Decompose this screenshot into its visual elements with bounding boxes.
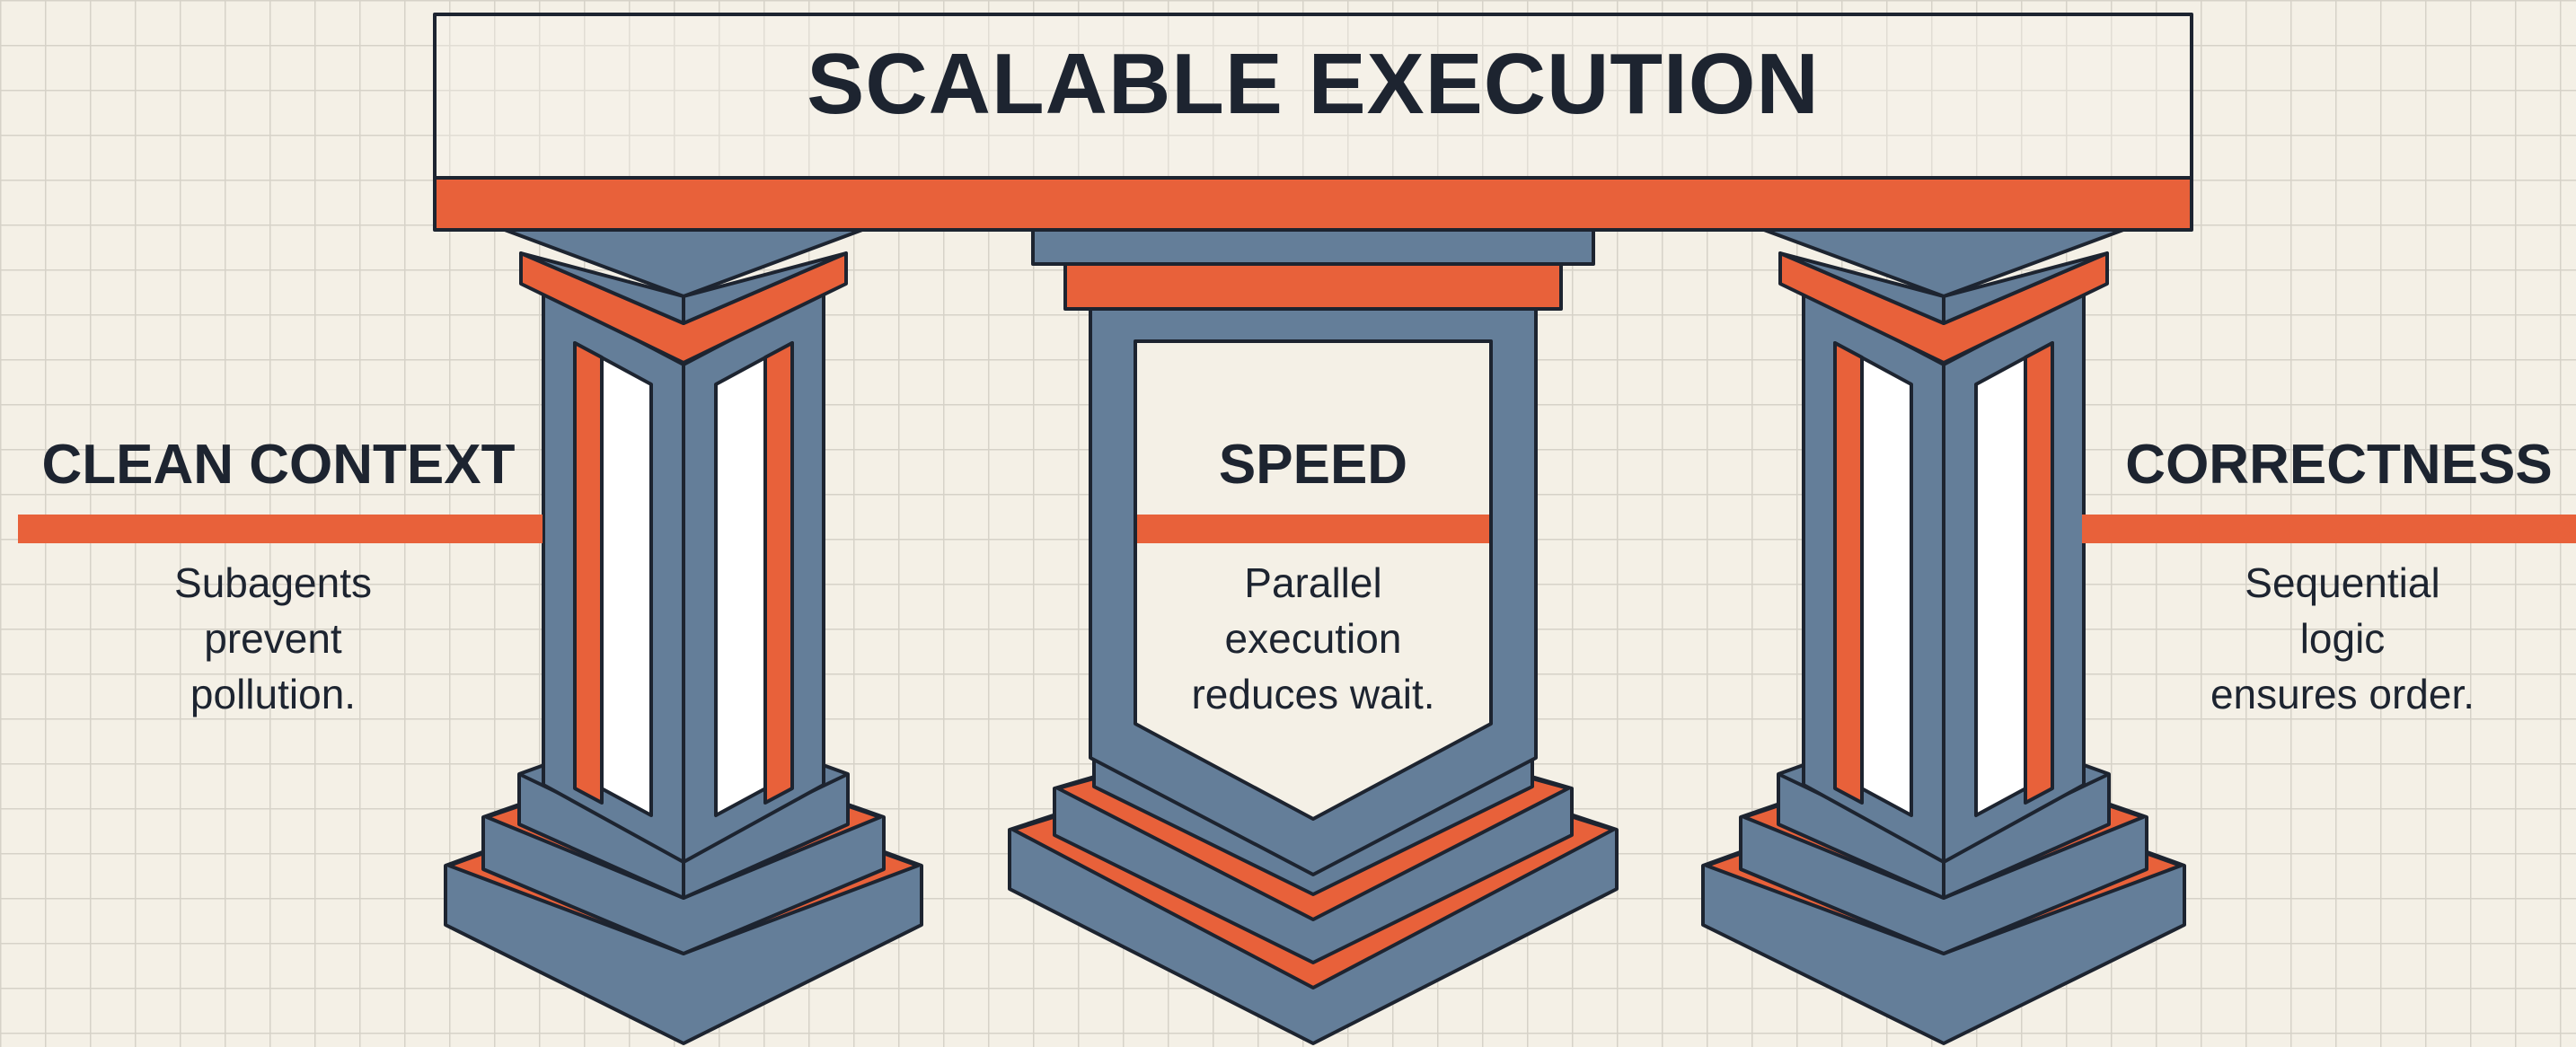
desc-line: ensures order. xyxy=(2210,671,2475,717)
pillar-desc-clean-context: Subagents prevent pollution. xyxy=(93,555,453,722)
desc-line: Sequential xyxy=(2245,559,2440,606)
left-pillar-stripe-right xyxy=(763,341,794,805)
right-pillar xyxy=(1701,228,2186,1045)
right-pillar-stripe-left xyxy=(1833,341,1864,805)
desc-line: Subagents xyxy=(174,559,372,606)
pillar-desc-speed: Parallel execution reduces wait. xyxy=(1134,555,1493,722)
left-pillar-stripe-left xyxy=(573,341,604,805)
desc-line: pollution. xyxy=(190,671,357,717)
banner-title: SCALABLE EXECUTION xyxy=(807,36,1820,132)
banner-box xyxy=(433,13,2193,180)
right-pillar-stripe-right xyxy=(2024,341,2054,805)
desc-line: Parallel xyxy=(1244,559,1382,606)
middle-pillar-shield-inner xyxy=(1134,339,1493,821)
speed-underline xyxy=(1137,515,1489,543)
pillar-label-clean-context: CLEAN CONTEXT xyxy=(41,434,516,496)
desc-line: logic xyxy=(2299,615,2386,662)
pillar-label-correctness: CORRECTNESS xyxy=(2125,434,2553,496)
middle-pillar xyxy=(1008,228,1619,1045)
middle-pillar-capital-accent xyxy=(1063,262,1563,311)
desc-line: prevent xyxy=(204,615,342,662)
left-pillar-capital-top xyxy=(503,228,864,298)
left-pillar xyxy=(444,228,923,1045)
pillar-desc-correctness: Sequential logic ensures order. xyxy=(2127,555,2558,722)
clean-context-underline xyxy=(18,515,543,543)
desc-line: reduces wait. xyxy=(1191,671,1435,717)
banner-accent-stripe xyxy=(433,176,2193,232)
correctness-underline xyxy=(2082,515,2576,543)
desc-line: execution xyxy=(1224,615,1402,662)
right-pillar-capital-top xyxy=(1762,228,2125,298)
middle-pillar-capital-top xyxy=(1031,228,1595,266)
pillar-label-speed: SPEED xyxy=(1218,434,1408,496)
